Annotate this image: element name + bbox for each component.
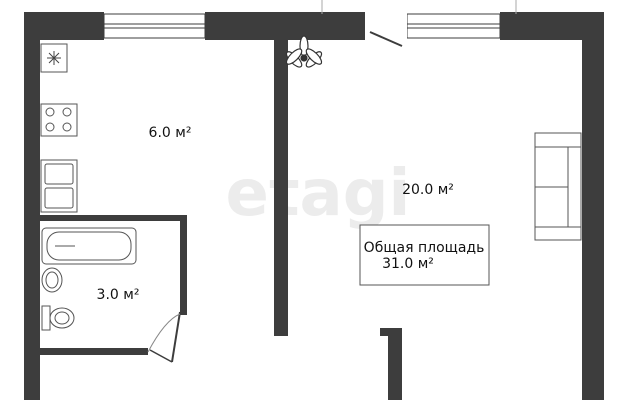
bathroom-area-label: 3.0 м²: [97, 287, 140, 303]
burner-icon: [62, 122, 72, 132]
windows: [103, 0, 517, 47]
wall-stub: [388, 328, 402, 400]
stove-icon: [40, 103, 78, 137]
wall-bath-bottom: [40, 348, 148, 355]
burner-icon: [45, 107, 55, 117]
watermark-logo: etagi: [226, 157, 411, 231]
kitchen-area-label: 6.0 м²: [149, 125, 192, 141]
wall-right: [582, 12, 604, 400]
wall-partition-vertical: [274, 40, 288, 336]
bathroom-door: [147, 311, 181, 363]
plant-icon: [285, 35, 323, 68]
sink-basin: [44, 163, 74, 185]
total-area-title: Общая площадь: [364, 240, 485, 256]
burner-icon: [62, 107, 72, 117]
bathroom-fixtures: [41, 227, 137, 331]
balcony-door: [321, 0, 517, 47]
wall-kitchen-bath: [40, 215, 186, 221]
kitchen-fixtures: [40, 43, 78, 213]
window-living: [406, 13, 501, 39]
wall-top-middle: [205, 12, 365, 40]
bathtub-inner: [46, 231, 132, 261]
total-area-value: 31.0 м²: [382, 256, 434, 272]
total-area-box: Общая площадь 31.0 м²: [359, 224, 490, 286]
sink-basin: [44, 187, 74, 209]
window-kitchen: [103, 13, 206, 39]
snowflake-icon: [47, 51, 61, 65]
wall-bath-right: [180, 215, 187, 315]
burner-icon: [45, 122, 55, 132]
sofa-icon: [534, 132, 582, 241]
walls: [24, 12, 604, 400]
wall-left: [24, 12, 40, 400]
toilet-tank: [41, 305, 51, 331]
living-area-label: 20.0 м²: [402, 182, 454, 198]
